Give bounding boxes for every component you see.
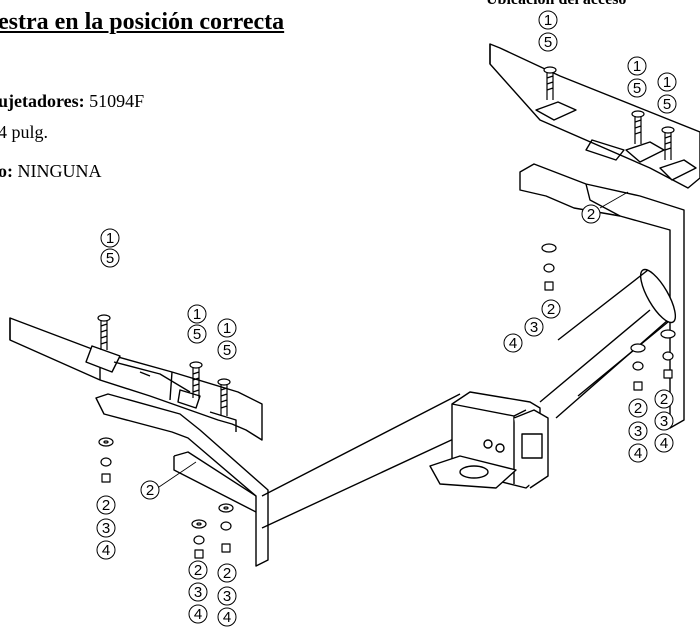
callout-number: 2 [146, 482, 154, 499]
callout-number: 2 [547, 301, 555, 318]
callout-number: 2 [634, 400, 642, 417]
left-frame-rail [9, 317, 263, 441]
cross-tube [261, 268, 677, 529]
callout-number: 1 [193, 306, 201, 323]
callout-number: 4 [509, 335, 517, 352]
fasteners-label: ujetadores: [0, 91, 85, 111]
callout-number: 3 [102, 520, 110, 537]
callout-number: 4 [634, 445, 642, 462]
callout-number: 4 [102, 542, 110, 559]
left-hitch-plate [95, 393, 269, 567]
hardware-stack-right-c [660, 329, 676, 379]
callout-number: 5 [544, 34, 552, 51]
callout-number: 2 [102, 497, 110, 514]
callout-number: 2 [223, 565, 231, 582]
callout-number: 3 [660, 413, 668, 430]
bolt-right-1 [543, 66, 557, 100]
hardware-stack-left-b [191, 519, 207, 559]
bolt-left-2 [189, 361, 203, 398]
callout-number: 1 [544, 12, 552, 29]
callout-number: 5 [106, 250, 114, 267]
fasteners-line: ujetadores: 51094F [0, 92, 144, 110]
callout-number: 5 [633, 80, 641, 97]
safety-chain-plate [429, 455, 517, 489]
drilling-value: NINGUNA [13, 161, 102, 181]
callout-balloons: 1 5 1 5 1 5 2 2 3 4 2 3 4 2 3 4 1 5 1 5 … [96, 10, 677, 627]
leader-lines [158, 191, 629, 488]
bolt-left-1 [97, 314, 111, 350]
location-label: Ubicación del acceso [486, 0, 626, 8]
bolt-left-3 [217, 378, 231, 416]
callout-number: 3 [530, 319, 538, 336]
drilling-label: o: [0, 161, 13, 181]
callout-number: 1 [223, 320, 231, 337]
callout-number: 4 [223, 609, 231, 626]
fastener-hardware [97, 66, 676, 559]
hardware-stack-right-b [630, 343, 646, 391]
callout-number: 5 [193, 326, 201, 343]
callout-number: 4 [194, 606, 202, 623]
fasteners-value: 51094F [84, 91, 145, 111]
hardware-stack-left-a [98, 437, 114, 483]
bolt-right-2 [631, 110, 645, 144]
page-title: estra en la posición correcta [0, 9, 285, 35]
bolt-right-3 [661, 126, 675, 160]
callout-number: 5 [223, 342, 231, 359]
torque-text: 4 pulg. [0, 122, 49, 142]
callout-number: 4 [660, 435, 668, 452]
callout-number: 2 [660, 391, 668, 408]
callout-number: 2 [194, 562, 202, 579]
callout-number: 5 [663, 96, 671, 113]
drilling-line: o: NINGUNA [0, 162, 102, 180]
right-frame-rail [489, 43, 700, 189]
hardware-stack-right-a [541, 243, 557, 291]
callout-number: 2 [587, 206, 595, 223]
callout-number: 1 [663, 74, 671, 91]
callout-number: 1 [633, 58, 641, 75]
hardware-stack-left-c [218, 503, 234, 553]
callout-number: 3 [223, 588, 231, 605]
callout-number: 3 [194, 584, 202, 601]
callout-number: 3 [634, 423, 642, 440]
callout-number: 1 [106, 230, 114, 247]
